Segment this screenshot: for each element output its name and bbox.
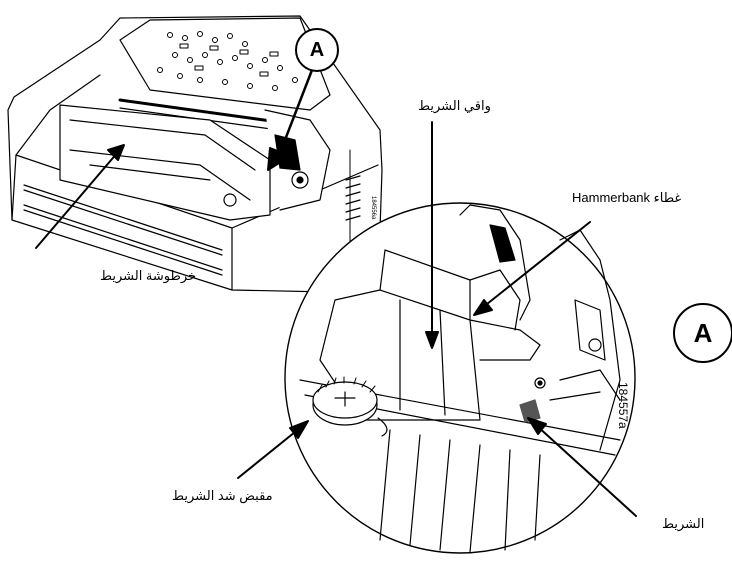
label-ribbon-tension-knob: مقبض شد الشريط <box>172 488 273 503</box>
label-ribbon: الشريط <box>662 516 705 531</box>
callout-a-top: A <box>295 28 339 72</box>
label-ribbon-guard: واقي الشريط <box>418 98 491 113</box>
printer-body <box>7 15 383 293</box>
callout-a-detail: A <box>673 303 732 363</box>
label-hammerbank-cover: غطاء Hammerbank <box>572 190 682 205</box>
tension-knob <box>312 376 388 437</box>
label-ribbon-cartridge: خرطوشة الشريط <box>100 268 197 283</box>
figure-id: 184557a <box>616 382 630 429</box>
leader-lines <box>35 68 637 517</box>
detail-magnifier <box>284 202 636 554</box>
printer-figure-id: 184556a <box>370 196 376 220</box>
